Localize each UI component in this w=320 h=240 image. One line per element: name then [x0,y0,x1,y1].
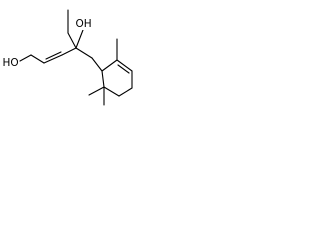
bond-ring-1 [101,59,118,72]
bond-ring-5 [103,86,120,97]
bond-c4-oh [75,29,84,49]
bond-c2-c3 [43,54,63,64]
bond-c3-c4 [61,47,77,56]
bond-ring-2-double [117,64,130,74]
bond-c4-c5 [75,47,93,59]
bond-ring-2 [116,59,133,72]
skeletal-formula [19,9,133,106]
bond-ring-4 [118,87,133,97]
bond-c1-c2 [30,54,45,64]
bond-gem-methyl-a [88,86,105,96]
bond-ho-c1 [19,54,32,62]
bond-c4-ethyl [67,32,77,49]
bond-ring-6 [101,70,105,88]
bond-c2-c3-double [45,51,62,60]
bond-c5-c6 [91,57,103,72]
hydroxyl-left-label: HO [2,57,20,69]
hydroxyl-top-label: OH [75,18,93,30]
chemical-structure: HO OH [0,0,145,110]
